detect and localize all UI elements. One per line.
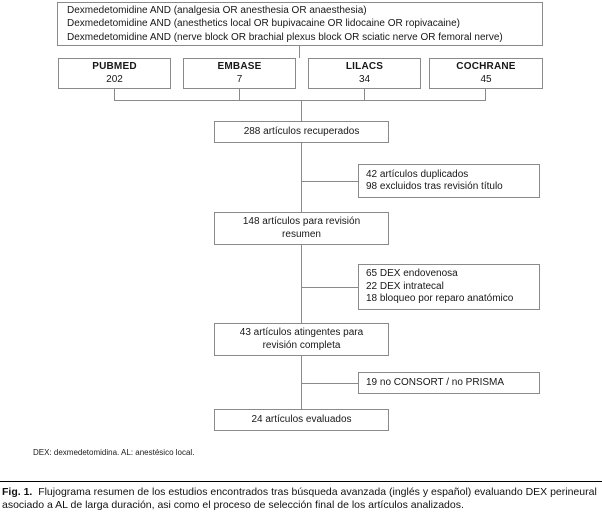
database-count-lilacs: 34 [358, 73, 371, 85]
connector-cochrane-drop [485, 89, 486, 101]
connector-retrieved-to-abstract [301, 143, 302, 213]
exclusion-stage-2-line-1: 65 DEX endovenosa [366, 268, 458, 280]
connector-lilacs-drop [364, 89, 365, 101]
search-query-line-3: Dexmedetomidine AND (nerve block OR brac… [67, 31, 503, 43]
abbreviations-footnote: DEX: dexmedetomidina. AL: anestésico loc… [33, 448, 195, 457]
exclusion-stage-2-line-2: 22 DEX intratecal [366, 280, 444, 292]
search-query-line-2: Dexmedetomidine AND (anesthetics local O… [67, 18, 460, 30]
connector-abstract-to-fulltext [301, 245, 302, 324]
database-count-pubmed: 202 [106, 73, 123, 85]
connector-query-to-databases [299, 46, 300, 58]
connector-branch-to-exclusion-3 [301, 383, 359, 384]
database-name-embase: EMBASE [217, 61, 262, 72]
database-count-cochrane: 45 [480, 73, 492, 85]
database-name-pubmed: PUBMED [92, 61, 137, 72]
caption-divider [0, 481, 602, 482]
flow-box-evaluated: 24 artículos evaluados [214, 409, 389, 431]
flow-box-abstract-review: 148 artículos para revisión resumen [214, 212, 389, 245]
figure-caption-label: Fig. 1. [2, 486, 33, 498]
flow-box-evaluated-line-1: 24 artículos evaluados [251, 413, 352, 425]
flow-box-fulltext-review: 43 artículos atingentes para revisión co… [214, 323, 389, 356]
exclusion-box-stage-1: 42 artículos duplicados 98 excluidos tra… [358, 164, 540, 198]
connector-pubmed-drop [114, 89, 115, 101]
exclusion-stage-1-line-2: 98 excluidos tras revisión título [366, 181, 503, 192]
database-box-embase: EMBASE 7 [183, 58, 296, 89]
connector-bus-to-retrieved [301, 100, 302, 122]
connector-database-merge-bus [114, 100, 486, 101]
database-name-lilacs: LILACS [345, 61, 384, 72]
connector-branch-to-exclusion-2 [301, 287, 359, 288]
search-query-box: Dexmedetomidine AND (analgesia OR anesth… [57, 2, 543, 46]
database-box-lilacs: LILACS 34 [308, 58, 421, 89]
exclusion-stage-2-line-3: 18 bloqueo por reparo anatómico [366, 293, 514, 305]
flow-box-abstract-review-line-1: 148 artículos para revisión [242, 216, 361, 227]
flow-box-retrieved: 288 artículos recuperados [214, 121, 389, 143]
flow-box-fulltext-review-line-1: 43 artículos atingentes para [239, 327, 364, 338]
flow-box-retrieved-line-1: 288 artículos recuperados [243, 125, 360, 137]
figure-caption-text: Flujograma resumen de los estudios encon… [2, 486, 597, 511]
search-query-line-1: Dexmedetomidine AND (analgesia OR anesth… [67, 4, 367, 16]
exclusion-box-stage-3: 19 no CONSORT / no PRISMA [358, 372, 540, 394]
connector-embase-drop [239, 89, 240, 101]
database-box-pubmed: PUBMED 202 [58, 58, 171, 89]
exclusion-stage-3-line-1: 19 no CONSORT / no PRISMA [366, 376, 505, 388]
figure-caption: Fig. 1. Flujograma resumen de los estudi… [2, 486, 600, 511]
database-name-cochrane: COCHRANE [456, 61, 516, 72]
flow-box-abstract-review-line-2: resumen [282, 228, 321, 240]
exclusion-stage-1-line-1: 42 artículos duplicados [366, 168, 469, 180]
connector-branch-to-exclusion-1 [301, 181, 359, 182]
database-box-cochrane: COCHRANE 45 [429, 58, 543, 89]
database-count-embase: 7 [236, 73, 243, 85]
flow-box-fulltext-review-line-2: revisión completa [262, 339, 341, 351]
exclusion-box-stage-2: 65 DEX endovenosa 22 DEX intratecal 18 b… [358, 264, 540, 310]
